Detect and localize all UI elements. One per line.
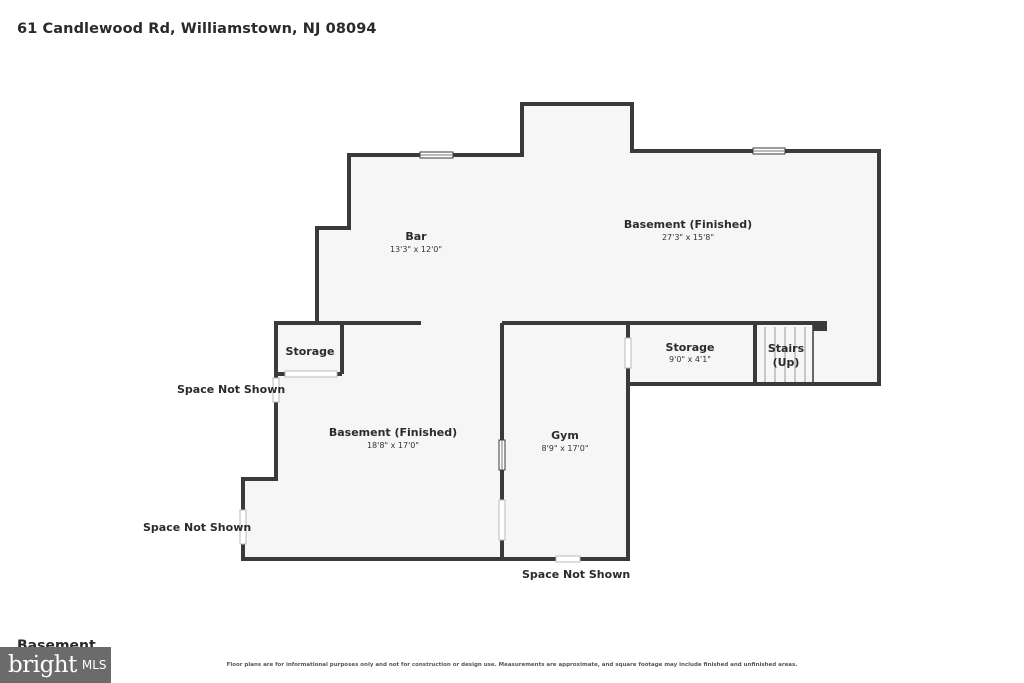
- space-not-shown-label: Space Not Shown: [522, 568, 630, 581]
- room-basement-lower-name: Basement (Finished): [329, 426, 457, 439]
- exterior-walls: [241, 102, 881, 561]
- room-basement-upper-name: Basement (Finished): [624, 218, 752, 231]
- windows: [419, 147, 786, 471]
- floor-area: [243, 104, 879, 559]
- room-gym-name: Gym: [551, 429, 579, 442]
- room-stairs-name: Stairs: [768, 342, 805, 355]
- room-storage-small-name: Storage: [286, 345, 335, 358]
- property-address: 61 Candlewood Rd, Williamstown, NJ 08094: [17, 21, 377, 37]
- room-basement-upper-dims: 27'3" x 15'8": [662, 233, 714, 242]
- room-bar-name: Bar: [405, 230, 427, 243]
- wall-post: [813, 321, 827, 331]
- openings: [239, 337, 632, 563]
- room-stairs-dims: (Up): [773, 356, 800, 369]
- room-bar-dims: 13'3" x 12'0": [390, 245, 442, 254]
- disclaimer-text: Floor plans are for informational purpos…: [226, 662, 798, 668]
- bright-mls-logo: bright MLS: [0, 647, 111, 683]
- room-storage-name: Storage: [666, 341, 715, 354]
- space-not-shown-label: Space Not Shown: [177, 383, 285, 396]
- logo-suffix: MLS: [81, 658, 107, 672]
- room-basement-lower-dims: 18'8" x 17'0": [367, 441, 419, 450]
- stairs-treads: [764, 327, 806, 382]
- room-gym-dims: 8'9" x 17'0": [541, 444, 588, 453]
- space-not-shown-label: Space Not Shown: [143, 521, 251, 534]
- logo-text: bright: [8, 652, 77, 678]
- room-storage-dims: 9'0" x 4'1": [669, 355, 711, 364]
